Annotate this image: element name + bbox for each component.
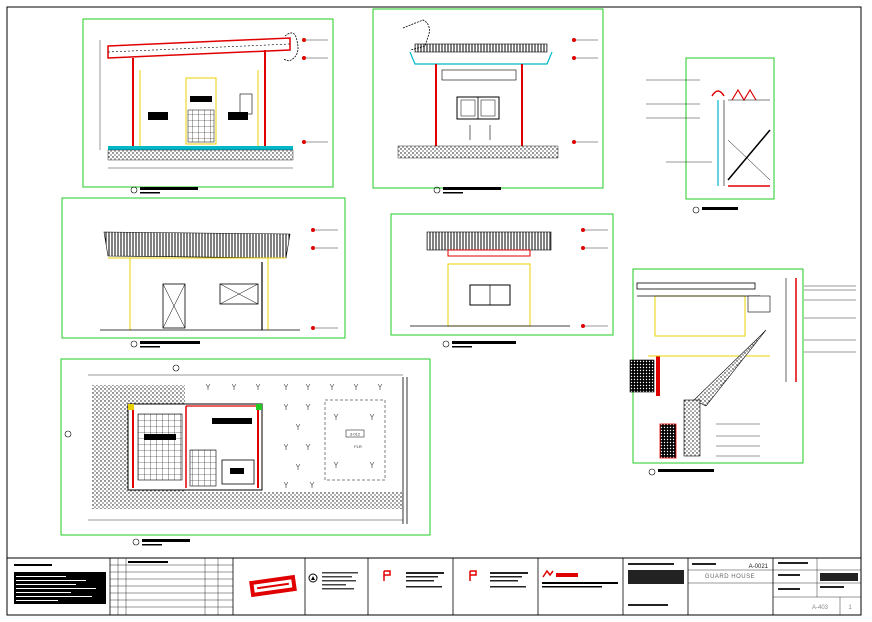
project-title: GUARD HOUSE xyxy=(705,574,755,580)
revision-number: 1 xyxy=(848,605,852,611)
title-block: A-0021 GUARD HOUSE A-403 1 xyxy=(7,557,861,615)
plan-tag: 3-012 xyxy=(350,432,361,437)
section-view-2 xyxy=(372,8,604,194)
elevation-view-2 xyxy=(390,213,614,348)
consultant-logo-icon xyxy=(383,570,477,581)
drawing-number: A-0021 xyxy=(749,564,769,570)
floor-label: FLR xyxy=(354,444,362,449)
brand-logo-icon xyxy=(542,569,618,588)
elevation-view-1 xyxy=(61,197,346,348)
general-notes xyxy=(14,564,106,604)
project-info xyxy=(628,563,684,606)
section-view-1 xyxy=(82,18,334,194)
revision-table xyxy=(110,558,233,615)
floor-plan: 3-012 FLR xyxy=(60,358,431,546)
sheet-border xyxy=(6,6,862,616)
detail-view-1 xyxy=(646,57,775,214)
approval-stamp xyxy=(249,574,297,598)
company-logo-icon xyxy=(308,573,318,583)
sheet-number: A-403 xyxy=(812,605,829,611)
detail-view-2 xyxy=(629,268,856,476)
